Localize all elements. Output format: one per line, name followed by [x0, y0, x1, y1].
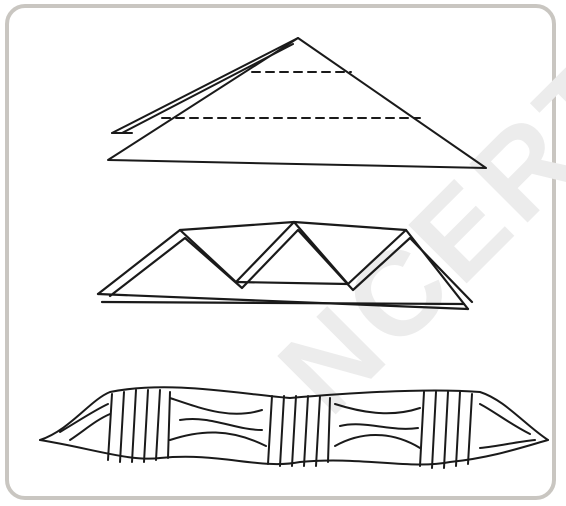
thread-binding-3 — [420, 392, 472, 468]
tied-roll — [40, 387, 548, 468]
thread-binding-2 — [268, 396, 330, 466]
folded-triangle — [108, 38, 486, 168]
pleated-zigzag — [98, 222, 472, 309]
thread-binding-1 — [108, 390, 170, 462]
